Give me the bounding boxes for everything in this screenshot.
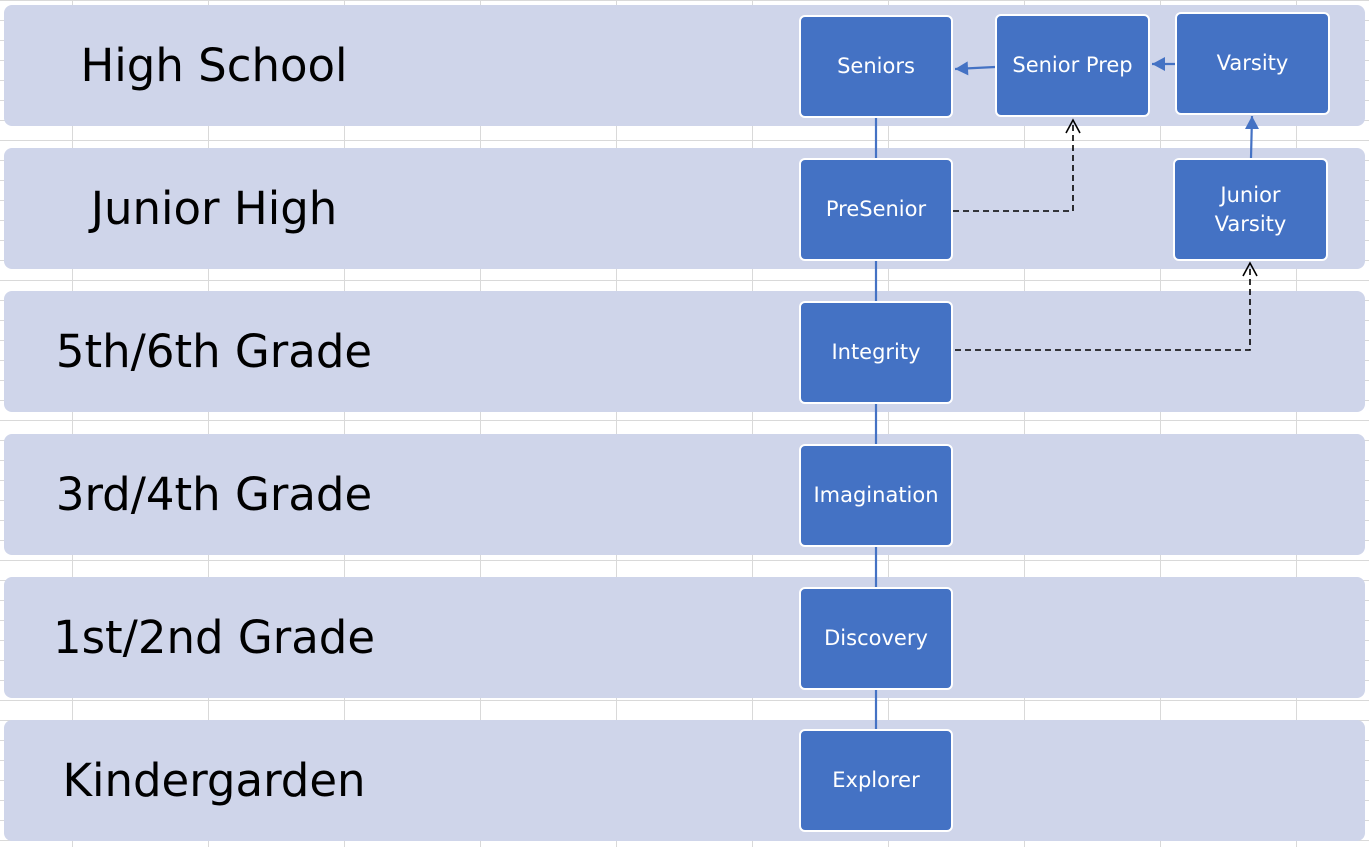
- open-arrowhead-senior-prep: [1065, 118, 1081, 134]
- node-imagination[interactable]: Imagination: [799, 444, 953, 547]
- band-kindergarden: Kindergarden: [4, 720, 1365, 841]
- connector-integrity-to-junior-varsity: [955, 263, 1251, 351]
- band-label-high-school: High School: [80, 39, 348, 92]
- band-5th-6th-grade: 5th/6th Grade: [4, 291, 1365, 412]
- node-presenior[interactable]: PreSenior: [799, 158, 953, 261]
- band-1st-2nd-grade: 1st/2nd Grade: [4, 577, 1365, 698]
- band-label-1st-2nd-grade: 1st/2nd Grade: [52, 611, 376, 664]
- band-label-junior-high: Junior High: [90, 182, 338, 235]
- node-discovery[interactable]: Discovery: [799, 587, 953, 690]
- band-label-3rd-4th-grade: 3rd/4th Grade: [55, 468, 373, 521]
- connector-presenior-to-senior-prep: [953, 120, 1074, 212]
- open-arrowhead-junior-varsity: [1242, 261, 1258, 277]
- band-label-5th-6th-grade: 5th/6th Grade: [55, 325, 373, 378]
- arrowhead-varsity: [1245, 116, 1259, 129]
- node-junior-varsity[interactable]: Junior Varsity: [1173, 158, 1328, 261]
- node-seniors[interactable]: Seniors: [799, 15, 953, 118]
- band-junior-high: Junior High: [4, 148, 1365, 269]
- node-explorer[interactable]: Explorer: [799, 729, 953, 832]
- node-integrity[interactable]: Integrity: [799, 301, 953, 404]
- band-3rd-4th-grade: 3rd/4th Grade: [4, 434, 1365, 555]
- band-label-kindergarden: Kindergarden: [62, 754, 366, 807]
- node-varsity[interactable]: Varsity: [1175, 12, 1330, 115]
- arrowhead-senior-prep: [1152, 57, 1165, 71]
- node-senior-prep[interactable]: Senior Prep: [995, 14, 1150, 117]
- arrowhead-seniors: [955, 61, 969, 76]
